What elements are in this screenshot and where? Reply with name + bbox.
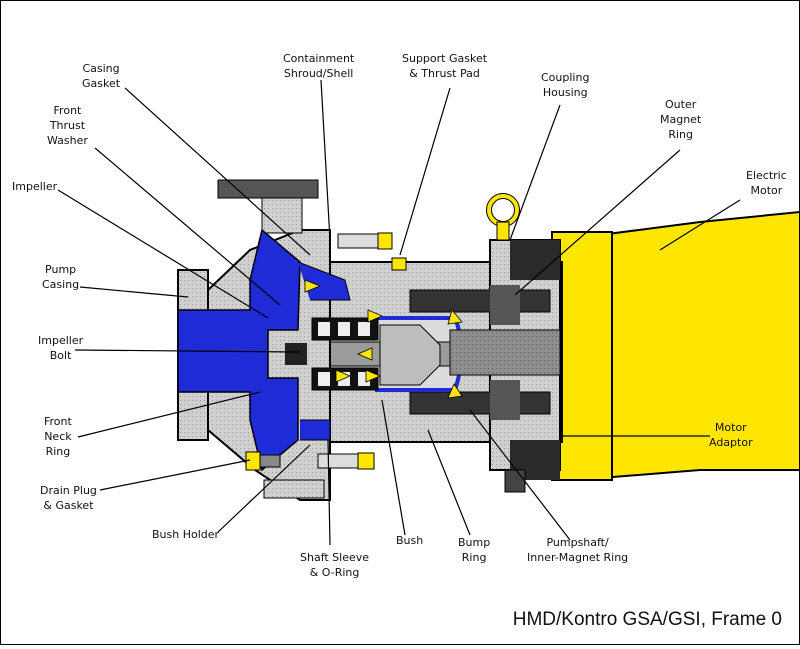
label-electric-motor: Electric Motor (746, 169, 787, 197)
label-drain-plug: Drain Plug & Gasket (40, 484, 97, 512)
label-casing-gasket: Casing Gasket (82, 62, 121, 90)
electric-motor-shape (551, 210, 800, 481)
outer-magnet-ring-shape (409, 285, 551, 420)
impeller-shape (177, 228, 351, 472)
label-impeller: Impeller (12, 180, 58, 193)
label-coupling-housing: Coupling Housing (541, 71, 590, 99)
label-support-gasket: Support Gasket & Thrust Pad (402, 52, 488, 80)
label-front-thrust-washer: Front Thrust Washer (47, 104, 88, 147)
label-motor-adaptor: Motor Adaptor (709, 421, 753, 449)
label-outer-magnet-ring: Outer Magnet Ring (660, 98, 702, 141)
label-impeller-bolt: Impeller Bolt (38, 334, 84, 362)
label-shaft-sleeve: Shaft Sleeve & O-Ring (300, 551, 370, 579)
label-bush: Bush (396, 534, 424, 547)
diagram-caption: HMD/Kontro GSA/GSI, Frame 0 (512, 609, 782, 630)
label-pumpshaft: Pumpshaft/ Inner-Magnet Ring (527, 536, 629, 564)
label-front-neck-ring: Front Neck Ring (44, 415, 72, 458)
flow-arrows (304, 279, 463, 399)
label-pump-casing: Pump Casing (42, 263, 80, 291)
leader-lines (57, 79, 741, 546)
label-bush-holder: Bush Holder (152, 528, 220, 541)
pumpshaft-shape (299, 324, 561, 386)
label-containment-shroud: Containment Shroud/Shell (283, 52, 355, 80)
label-bump-ring: Bump Ring (458, 536, 491, 564)
